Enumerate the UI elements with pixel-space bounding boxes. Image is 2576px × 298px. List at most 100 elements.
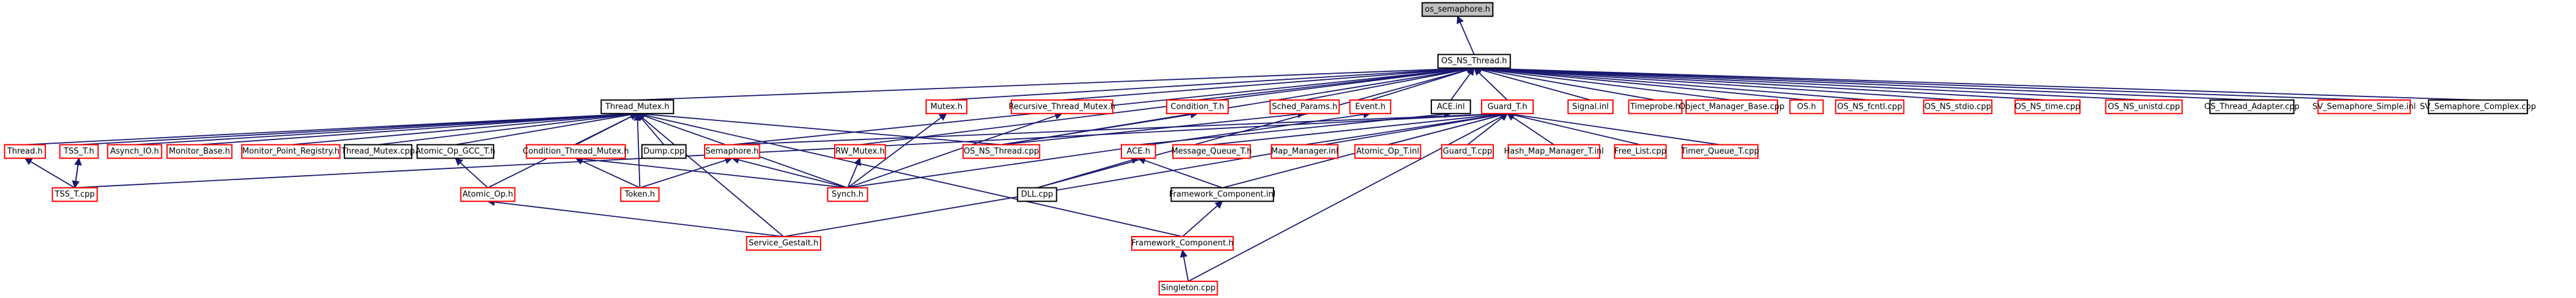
edge-os-h-to-os-ns-thread-h [1473,65,1807,101]
node-asynch-io-h[interactable]: Asynch_IO.h [107,144,163,159]
node-label: Timeprobe.h [1630,102,1681,111]
node-hash-map-manager-t-inl[interactable]: Hash_Map_Manager_T.inl [1504,144,1604,159]
node-singleton-cpp[interactable]: Singleton.cpp [1158,280,1218,296]
node-label: TSS_T.cpp [54,190,95,199]
edge-os-ns-unistd-cpp-to-os-ns-thread-h [1473,64,2145,101]
edge-sv-semaphore-simple-inl-to-os-ns-thread-h [1473,64,2364,101]
edge-monitor-base-h-to-thread-mutex-h [199,110,638,146]
node-thread-h[interactable]: Thread.h [4,144,46,159]
edge-atomic-op-gcc-t-h-to-thread-mutex-h [455,111,638,146]
edge-mutex-h-to-os-ns-thread-h [946,65,1476,101]
edge-sched-params-h-to-os-ns-thread-h [1304,65,1476,101]
node-semaphore-h[interactable]: Semaphore.h [704,144,760,159]
edge-os-thread-adapter-cpp-to-os-ns-thread-h [1473,64,2253,101]
node-rw-mutex-h[interactable]: RW_Mutex.h [834,144,886,159]
node-box [59,144,99,159]
node-tss-t-cpp[interactable]: TSS_T.cpp [52,187,98,202]
node-label: Atomic_Op.h [462,190,513,199]
node-signal-inl[interactable]: Signal.inl [1567,99,1614,114]
node-label: DLL.cpp [1021,190,1053,199]
edge-os-ns-stdio-cpp-to-os-ns-thread-h [1473,65,1958,101]
node-dump-cpp[interactable]: Dump.cpp [641,144,687,159]
node-guard-t-cpp[interactable]: Guard_T.cpp [1441,144,1494,159]
node-ace-h[interactable]: ACE.h [1121,144,1156,159]
node-label: Thread_Mutex.cpp [341,147,415,156]
node-box [962,144,1040,159]
node-timeprobe-h[interactable]: Timeprobe.h [1628,99,1683,114]
node-box [4,144,46,159]
node-box [1016,187,1058,202]
edge-dll-cpp-to-os-ns-thread-h [1037,66,1475,189]
node-os-ns-thread-h[interactable]: OS_NS_Thread.h [1437,53,1511,69]
node-box [1835,99,1905,114]
node-dll-cpp[interactable]: DLL.cpp [1016,187,1058,202]
node-box [827,187,868,202]
node-box [1421,2,1494,17]
node-box [166,144,233,159]
node-box [1121,144,1156,159]
node-sv-semaphore-simple-inl[interactable]: SV_Semaphore_Simple.inl [2313,99,2416,114]
node-label: Synch.h [832,190,864,199]
node-box [52,187,98,202]
node-object-manager-base-cpp[interactable]: Object_Manager_Base.cpp [1679,99,1785,114]
node-message-queue-t-h[interactable]: Message_Queue_T.h [1171,144,1252,159]
edge-event-h-to-os-ns-thread-h [1370,66,1475,101]
node-framework-component-inl[interactable]: Framework_Component.inl [1169,187,1276,202]
node-label: Object_Manager_Base.cpp [1679,102,1785,111]
node-condition-t-h[interactable]: Condition_T.h [1166,99,1229,114]
edge-service-gestalt-h-to-guard-t-h [783,111,1509,237]
node-box [2317,99,2411,114]
node-sv-semaphore-complex-cpp[interactable]: SV_Semaphore_Complex.cpp [2420,99,2536,114]
node-recursive-thread-mutex-h[interactable]: Recursive_Thread_Mutex.h [1008,99,1115,114]
node-atomic-op-t-inl[interactable]: Atomic_Op_T.inl [1354,144,1421,159]
node-os-ns-time-cpp[interactable]: OS_NS_time.cpp [2014,99,2081,114]
edge-hash-map-manager-t-inl-to-guard-t-h [1506,113,1555,146]
edge-object-manager-base-cpp-to-os-ns-thread-h [1473,65,1732,101]
node-box [641,144,687,159]
node-os-ns-unistd-cpp[interactable]: OS_NS_unistd.cpp [2105,99,2183,114]
node-atomic-op-gcc-t-h[interactable]: Atomic_Op_GCC_T.h [416,144,495,159]
node-label: Condition_T.h [1170,102,1224,111]
edge-os-ns-thread-h-to-os-semaphore-h [1456,15,1475,55]
edge-thread-mutex-h-to-os-ns-thread-h [637,64,1476,101]
node-thread-mutex-h[interactable]: Thread_Mutex.h [600,99,675,114]
node-os-thread-adapter-cpp[interactable]: OS_Thread_Adapter.cpp [2204,99,2300,114]
node-atomic-op-h[interactable]: Atomic_Op.h [460,187,516,202]
node-os-ns-thread-cpp[interactable]: OS_NS_Thread.cpp [962,144,1040,159]
node-monitor-base-h[interactable]: Monitor_Base.h [166,144,233,159]
node-event-h[interactable]: Event.h [1349,99,1391,114]
node-tss-t-h[interactable]: TSS_T.h [59,144,99,159]
node-os-ns-fcntl-cpp[interactable]: OS_NS_fcntl.cpp [1835,99,1905,114]
node-monitor-point-registry-h[interactable]: Monitor_Point_Registry.h [241,144,341,159]
node-box [2105,99,2183,114]
edge-timeprobe-h-to-os-ns-thread-h [1473,65,1656,101]
node-label: Condition_Thread_Mutex.h [523,147,629,156]
node-label: OS_NS_fcntl.cpp [1837,102,1902,111]
node-ace-inl[interactable]: ACE.inl [1431,99,1471,114]
node-os-ns-stdio-cpp[interactable]: OS_NS_stdio.cpp [1923,99,1993,114]
node-label: Framework_Component.h [1131,239,1233,248]
node-label: SV_Semaphore_Simple.inl [2313,102,2416,111]
node-timer-queue-t-cpp[interactable]: Timer_Queue_T.cpp [1681,144,1759,159]
node-label: Singleton.cpp [1161,283,1216,292]
node-condition-thread-mutex-h[interactable]: Condition_Thread_Mutex.h [523,144,629,159]
node-token-h[interactable]: Token.h [620,187,660,202]
node-mutex-h[interactable]: Mutex.h [925,99,968,114]
node-framework-component-h[interactable]: Framework_Component.h [1131,236,1234,251]
node-box [241,144,341,159]
node-free-list-cpp[interactable]: Free_List.cpp [1614,144,1667,159]
node-os-h[interactable]: OS.h [1789,99,1824,114]
node-synch-h[interactable]: Synch.h [827,187,868,202]
node-guard-t-h[interactable]: Guard_T.h [1480,99,1534,114]
node-layer: os_semaphore.hOS_NS_Thread.hThread_Mutex… [4,2,2536,296]
node-service-gestalt-h[interactable]: Service_Gestalt.h [746,236,821,251]
node-thread-mutex-cpp[interactable]: Thread_Mutex.cpp [341,144,415,159]
node-sched-params-h[interactable]: Sched_Params.h [1269,99,1340,114]
node-label: OS_NS_Thread.h [1441,57,1507,66]
edge-synch-h-to-event-h [847,111,1371,189]
node-label: Hash_Map_Manager_T.inl [1504,147,1604,156]
edge-token-h-to-thread-mutex-h [633,112,642,188]
node-map-manager-inl[interactable]: Map_Manager.inl [1271,144,1339,159]
node-box [1354,144,1421,159]
